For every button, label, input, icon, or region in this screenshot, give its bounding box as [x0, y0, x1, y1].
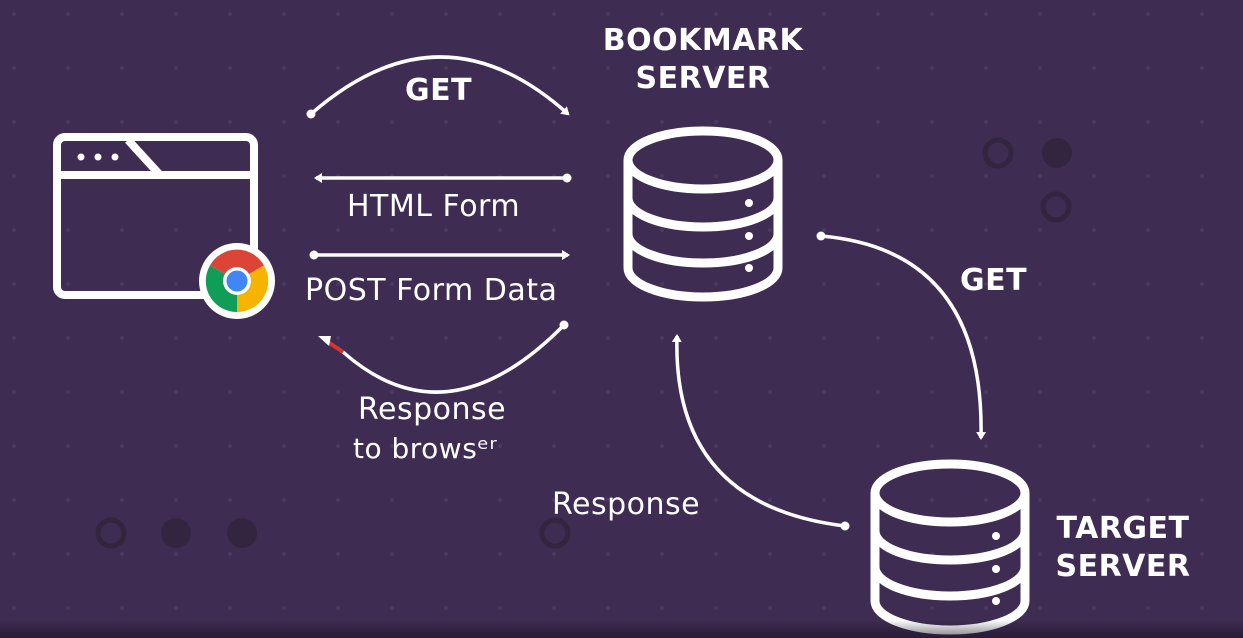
- decorative-circles: [95, 137, 1072, 549]
- target-server-title-line1: TARGET: [1056, 511, 1190, 546]
- label-get-top: GET: [405, 73, 473, 108]
- label-get-right: GET: [960, 263, 1028, 298]
- bookmark-server-title-line1: BOOKMARK: [602, 23, 804, 58]
- edge-get-top: [306, 55, 570, 119]
- edge-post-form-data: [309, 250, 570, 260]
- label-response-bottom: Response: [552, 487, 701, 522]
- edge-get-right: [816, 231, 987, 440]
- label-html-form: HTML Form: [347, 189, 521, 224]
- chrome-logo-icon: [199, 243, 275, 319]
- target-server-title-line2: SERVER: [1055, 549, 1191, 584]
- edge-html-form: [314, 173, 572, 183]
- target-server-title: TARGET SERVER: [1048, 510, 1198, 586]
- label-response-to-browser-line2: to browsᵉʳ: [353, 432, 498, 465]
- edge-response-to-browser: [318, 320, 569, 394]
- target-server-icon: [870, 459, 1030, 635]
- label-response-to-browser-line1: Response: [358, 392, 507, 427]
- browser-window-icon: [53, 133, 258, 299]
- bookmark-server-title-line2: SERVER: [635, 61, 771, 96]
- label-post-form-data: POST Form Data: [305, 273, 558, 308]
- bookmark-server-title: BOOKMARK SERVER: [598, 22, 808, 98]
- edge-response-bottom: [671, 334, 850, 531]
- bookmark-server-icon: [623, 126, 783, 302]
